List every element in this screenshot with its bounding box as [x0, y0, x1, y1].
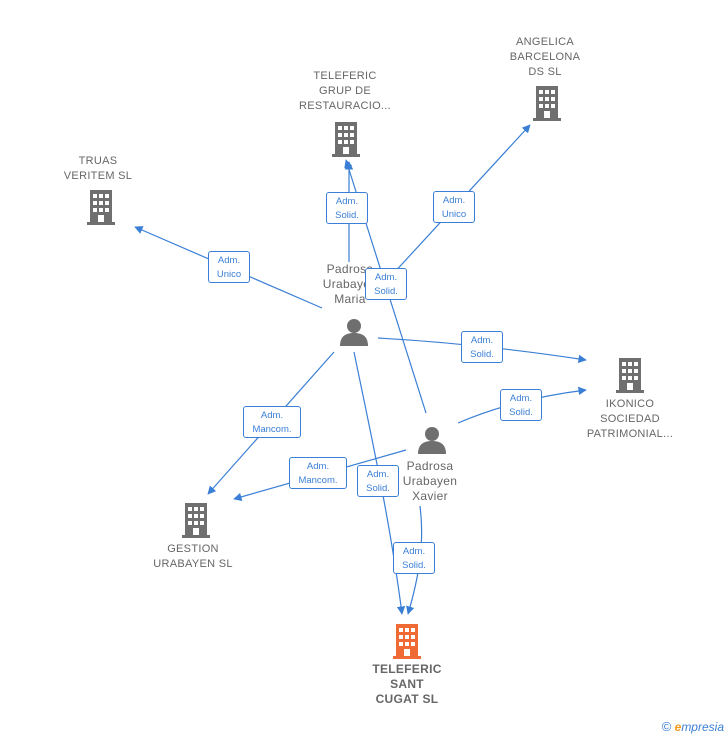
node-label-padrosa-maria[interactable]: Padrosa Urabayen Maria — [322, 262, 378, 306]
relation-type: Unico — [216, 269, 242, 280]
relation-box-xavier-sant[interactable]: Adm. Solid. — [393, 542, 435, 574]
node-label-ikonico[interactable]: IKONICO SOCIEDAD PATRIMONIAL... — [586, 398, 674, 440]
building-icon-gestion[interactable] — [182, 503, 210, 538]
relation-role: Adm. — [217, 255, 241, 266]
relation-box-maria-angelica[interactable]: Adm. Unico — [433, 191, 475, 223]
node-label-teleferic-grup[interactable]: TELEFERIC GRUP DE RESTAURACIO... — [298, 70, 391, 112]
building-icon-teleferic-grup[interactable] — [332, 122, 360, 157]
relation-role: Adm. — [402, 546, 426, 557]
node-label-truas[interactable]: TRUAS VERITEM SL — [63, 155, 133, 182]
relation-box-xavier-grup[interactable]: Adm. Solid. — [365, 268, 407, 300]
relation-role: Adm. — [470, 335, 494, 346]
relation-role: Adm. — [509, 393, 533, 404]
relation-type: Mancom. — [252, 424, 292, 435]
relation-type: Solid. — [374, 286, 398, 297]
person-icon-maria[interactable] — [340, 319, 368, 346]
relation-role: Adm. — [306, 461, 330, 472]
relation-box-maria-grup[interactable]: Adm. Solid. — [326, 192, 368, 224]
relation-box-maria-ikonico[interactable]: Adm. Solid. — [461, 331, 503, 363]
relation-type: Solid. — [470, 349, 494, 360]
building-icon-truas[interactable] — [87, 190, 115, 225]
relation-box-xavier-ikonico[interactable]: Adm. Solid. — [500, 389, 542, 421]
relation-type: Unico — [441, 209, 467, 220]
relation-box-xavier-gestion[interactable]: Adm. Mancom. — [289, 457, 347, 489]
node-label-gestion[interactable]: GESTION URABAYEN SL — [153, 543, 233, 570]
node-label-angelica[interactable]: ANGELICA BARCELONA DS SL — [509, 36, 581, 78]
relation-role: Adm. — [442, 195, 466, 206]
relation-type: Solid. — [402, 560, 426, 571]
relation-role: Adm. — [260, 410, 284, 421]
relation-type: Mancom. — [298, 475, 338, 486]
relation-type: Solid. — [366, 483, 390, 494]
node-label-padrosa-xavier[interactable]: Padrosa Urabayen Xavier — [402, 459, 458, 503]
person-icon-xavier[interactable] — [418, 427, 446, 454]
copyright-icon: © — [661, 719, 672, 734]
building-icon-angelica[interactable] — [533, 86, 561, 121]
building-icon-ikonico[interactable] — [616, 358, 644, 393]
brand-logo-text: mpresia — [681, 720, 724, 734]
relation-box-maria-sant[interactable]: Adm. Solid. — [357, 465, 399, 497]
relation-role: Adm. — [366, 469, 390, 480]
relation-type: Solid. — [509, 407, 533, 418]
relation-role: Adm. — [335, 196, 359, 207]
footer-brand: © empresia — [662, 719, 724, 734]
node-label-teleferic-sant[interactable]: TELEFERIC SANT CUGAT SL — [372, 662, 442, 706]
relation-type: Solid. — [335, 210, 359, 221]
relation-box-maria-gestion[interactable]: Adm. Mancom. — [243, 406, 301, 438]
relation-role: Adm. — [374, 272, 398, 283]
relation-box-maria-truas[interactable]: Adm. Unico — [208, 251, 250, 283]
brand-logo-letter: e — [674, 720, 682, 734]
building-icon-teleferic-sant[interactable] — [393, 624, 421, 659]
